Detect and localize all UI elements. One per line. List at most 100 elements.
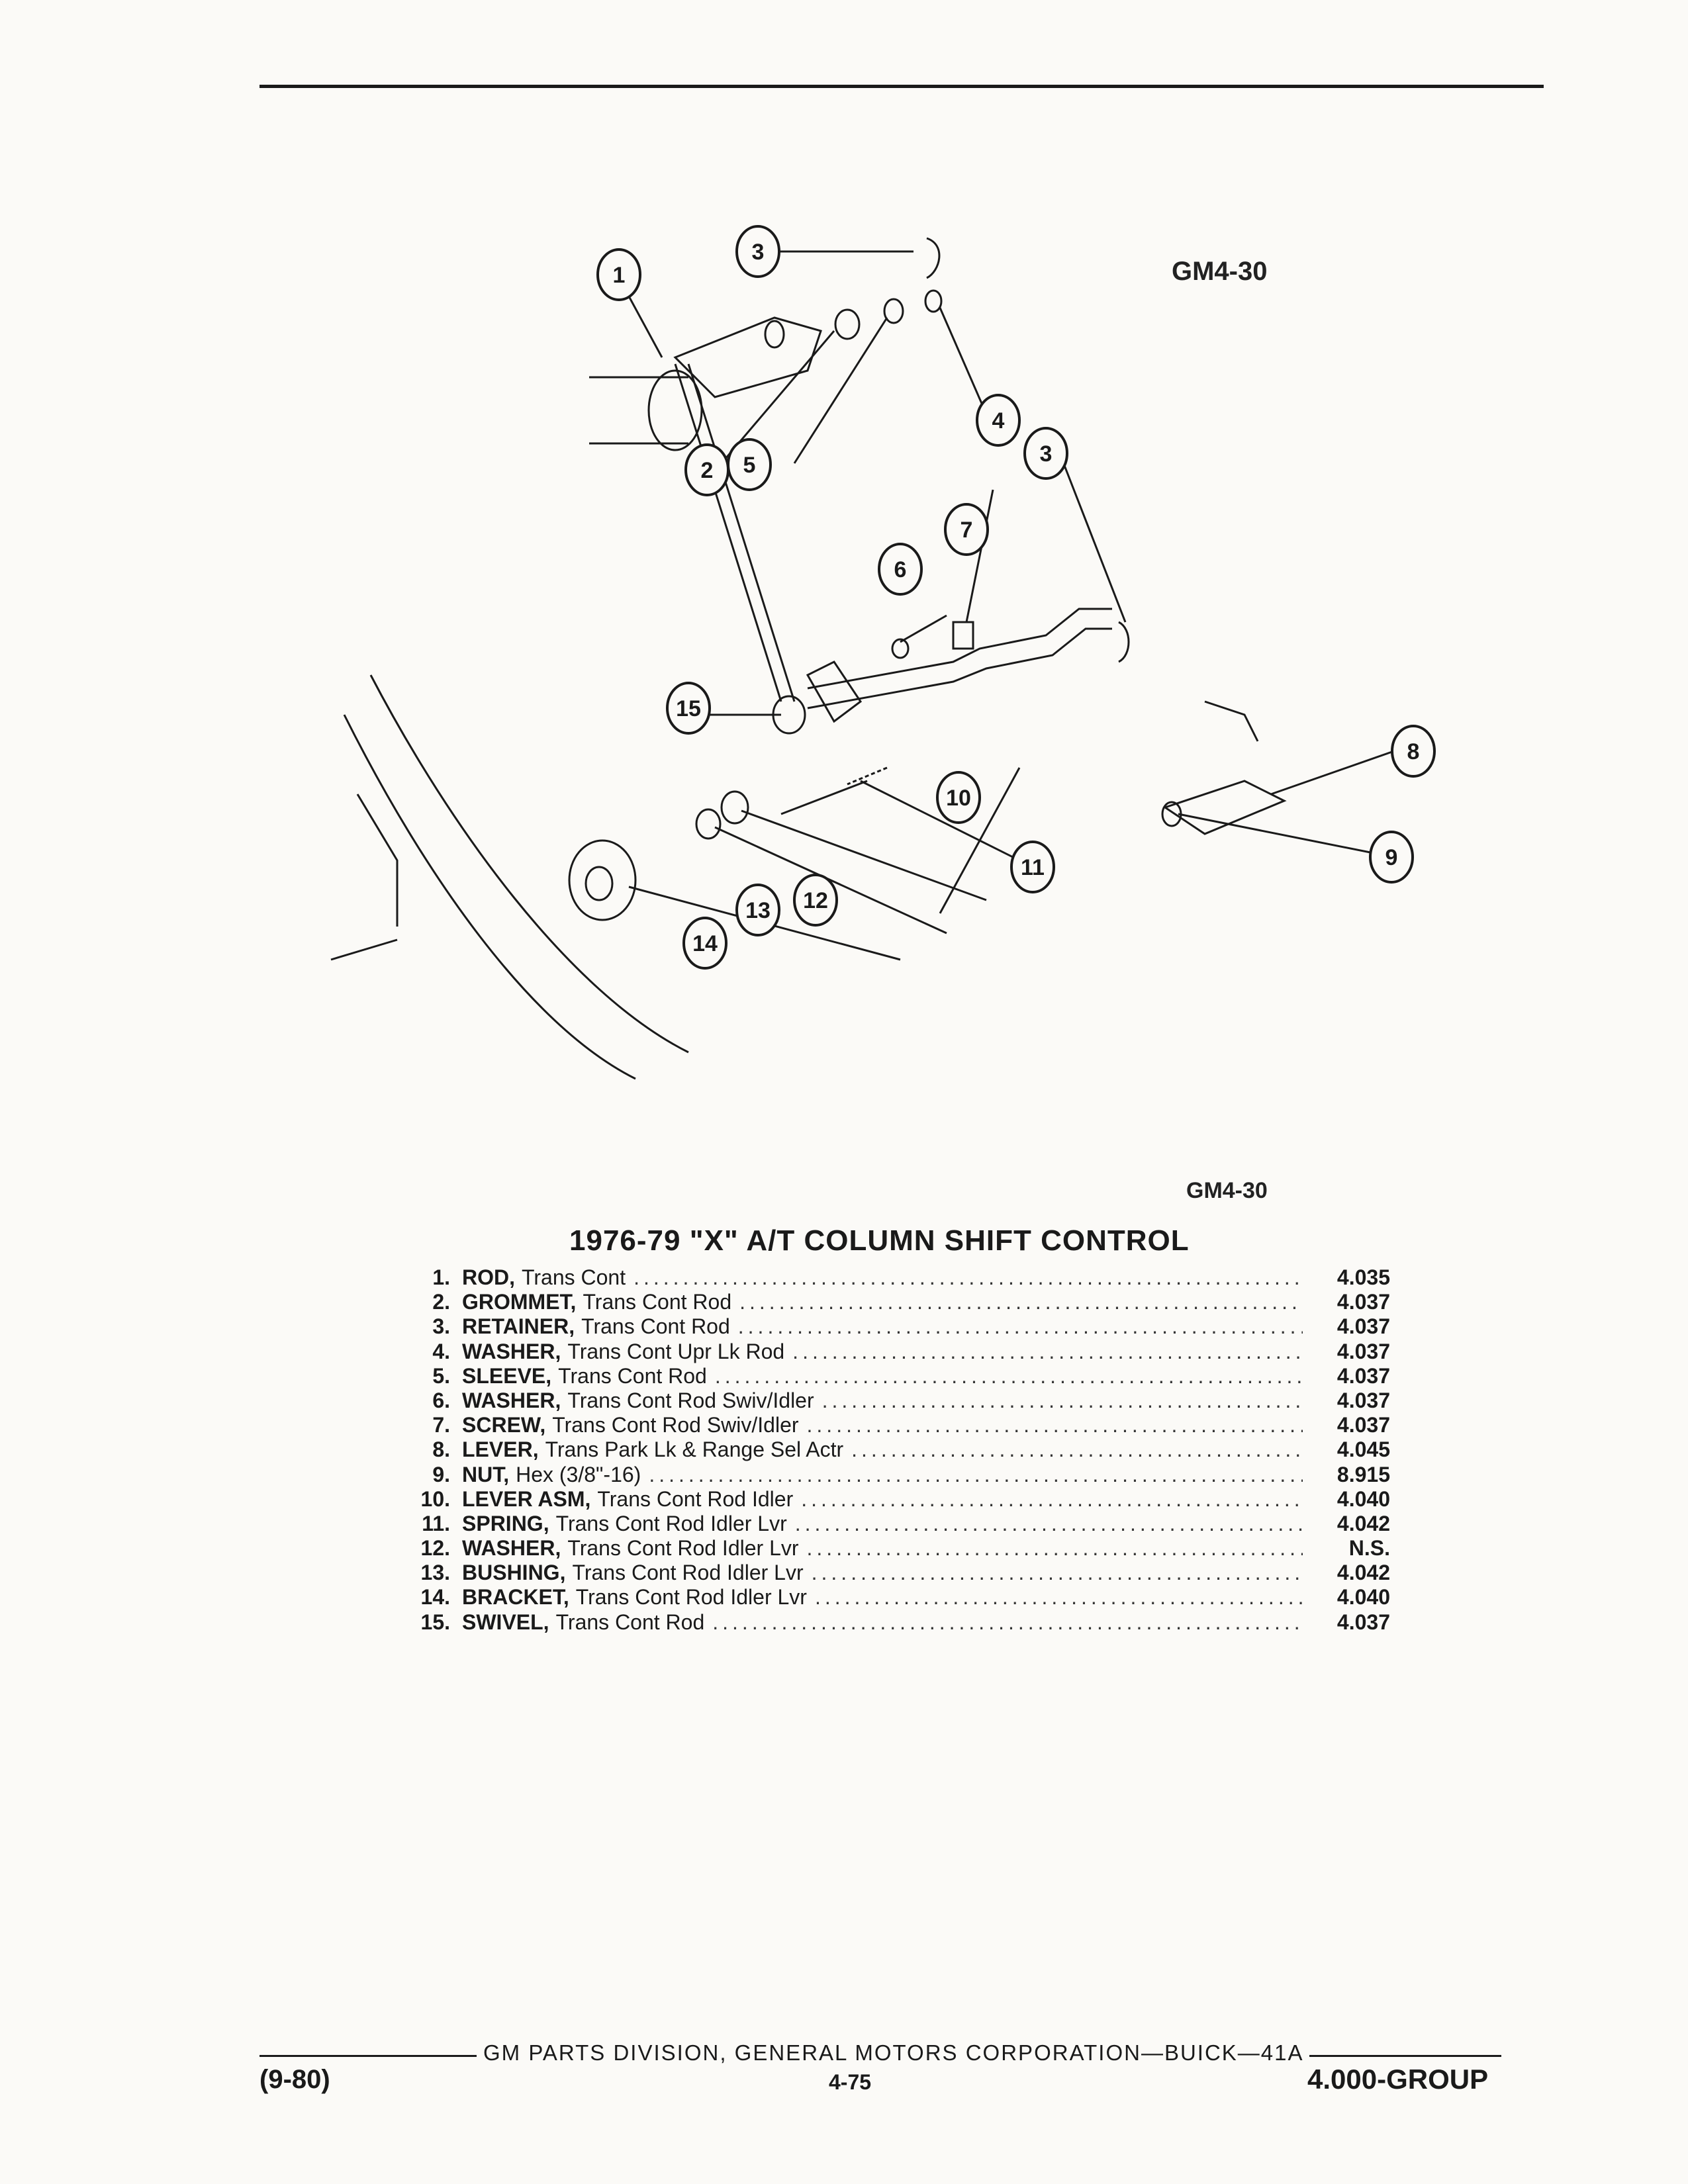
callout-label: 2 <box>701 458 714 483</box>
part-number: 5. <box>432 1363 450 1388</box>
part-row: 7.SCREW,Trans Cont Rod Swiv/Idler4.037 <box>397 1413 1390 1437</box>
part-number: 3. <box>432 1314 450 1339</box>
part-name: WASHER, <box>462 1536 561 1561</box>
part-group-ref: 4.037 <box>1336 1290 1390 1314</box>
control-rod <box>674 363 796 702</box>
part-group-ref: 4.040 <box>1336 1486 1390 1511</box>
part-description: Trans Cont Rod <box>581 1314 730 1339</box>
leader-dots <box>715 1364 1303 1388</box>
callout-9 <box>1369 831 1414 884</box>
part-number: 12. <box>420 1536 450 1561</box>
callout-13 <box>735 884 780 936</box>
part-description: Trans Cont Rod Idler Lvr <box>575 1585 807 1610</box>
leader-dots <box>801 1487 1303 1512</box>
part-row: 1.ROD,Trans Cont4.035 <box>397 1265 1390 1290</box>
callout-label: 9 <box>1385 845 1398 870</box>
washer-upper <box>924 289 943 313</box>
part-number: 8. <box>432 1437 450 1462</box>
part-group-ref: 4.037 <box>1336 1610 1390 1634</box>
callout-label: 1 <box>613 263 626 288</box>
callout-15 <box>666 682 711 735</box>
part-number: 13. <box>420 1561 450 1585</box>
leader-dots <box>795 1512 1303 1536</box>
retainer-upper <box>926 237 941 279</box>
callout-11 <box>1010 841 1055 893</box>
part-description: Trans Cont <box>522 1265 626 1289</box>
footer-publisher: GM PARTS DIVISION, GENERAL MOTORS CORPOR… <box>483 2040 1304 2065</box>
footer-rule-right <box>1309 2055 1501 2057</box>
callout-3-upper <box>735 225 780 278</box>
part-description: Trans Cont Rod <box>583 1290 732 1314</box>
leader-dots <box>649 1463 1303 1487</box>
retainer-lower <box>1118 621 1130 663</box>
part-row: 3.RETAINER,Trans Cont Rod4.037 <box>397 1314 1390 1339</box>
part-description: Trans Cont Upr Lk Rod <box>567 1339 785 1363</box>
part-description: Trans Cont Rod <box>555 1610 705 1634</box>
callout-label: 6 <box>894 557 907 582</box>
part-name: LEVER ASM, <box>462 1486 591 1511</box>
leader-dots <box>822 1388 1303 1413</box>
part-number: 6. <box>432 1388 450 1412</box>
leader-dots <box>807 1413 1303 1437</box>
part-row: 5.SLEEVE,Trans Cont Rod4.037 <box>397 1364 1390 1388</box>
top-rule <box>259 85 1544 88</box>
part-row: 12. WASHER,Trans Cont Rod Idler Lvr N.S. <box>397 1536 1390 1561</box>
footer-group: 4.000-GROUP <box>1307 2064 1489 2095</box>
callout-label: 10 <box>946 786 971 811</box>
part-name: SCREW, <box>462 1413 546 1437</box>
part-description: Trans Cont Rod Idler Lvr <box>572 1561 804 1585</box>
part-group-ref: 4.040 <box>1336 1585 1390 1610</box>
callout-label: 5 <box>743 453 756 478</box>
bushing <box>695 808 722 840</box>
screw-swivel <box>952 621 974 650</box>
exploded-diagram: 1 2 3 4 5 6 7 8 9 10 11 12 13 14 15 3 <box>330 225 1436 1080</box>
washer-swivel <box>891 638 910 659</box>
leader-dots <box>792 1340 1303 1364</box>
footer-page-number: 4-75 <box>829 2070 872 2094</box>
callout-3-lower <box>1023 427 1068 480</box>
part-row: 2.GROMMET,Trans Cont Rod4.037 <box>397 1290 1390 1314</box>
callout-10 <box>936 771 981 824</box>
part-name: LEVER, <box>462 1437 539 1462</box>
part-description: Trans Cont Rod Idler Lvr <box>567 1536 799 1561</box>
callout-label: 15 <box>676 696 701 721</box>
part-group-ref: 4.037 <box>1336 1363 1390 1388</box>
leader-dots <box>851 1437 1303 1462</box>
part-row: 14.BRACKET,Trans Cont Rod Idler Lvr4.040 <box>397 1585 1390 1610</box>
callout-label: 13 <box>745 898 771 923</box>
part-number: 4. <box>432 1339 450 1363</box>
page-title: 1976-79 "X" A/T COLUMN SHIFT CONTROL <box>569 1224 1190 1257</box>
callout-7 <box>944 503 989 556</box>
part-number: 10. <box>420 1486 450 1511</box>
part-name: BUSHING, <box>462 1561 566 1585</box>
part-group-ref: 4.037 <box>1336 1413 1390 1437</box>
part-group-ref: N.S. <box>1348 1536 1390 1561</box>
idler-lever-rod <box>807 608 1112 690</box>
callout-label: 7 <box>961 518 973 543</box>
part-number: 1. <box>432 1265 450 1289</box>
part-description: Hex (3/8"-16) <box>516 1462 641 1486</box>
part-row: 13.BUSHING,Trans Cont Rod Idler Lvr4.042 <box>397 1561 1390 1585</box>
grommet <box>834 308 861 340</box>
part-name: ROD, <box>462 1265 515 1289</box>
callout-label: 8 <box>1407 739 1420 764</box>
part-name: WASHER, <box>462 1339 561 1363</box>
callout-14 <box>682 917 727 970</box>
callout-label: 14 <box>692 931 718 956</box>
figure-code-bottom: GM4-30 <box>1186 1178 1268 1203</box>
bracket-idler <box>568 839 637 921</box>
part-number: 9. <box>432 1462 450 1486</box>
part-name: NUT, <box>462 1462 510 1486</box>
washer-idler <box>720 790 749 825</box>
leader-dots <box>815 1585 1303 1610</box>
part-number: 2. <box>432 1290 450 1314</box>
part-group-ref: 4.045 <box>1336 1437 1390 1462</box>
part-number: 11. <box>422 1511 450 1535</box>
part-number: 14. <box>420 1585 450 1610</box>
callout-label: 12 <box>803 888 828 913</box>
leader-dots <box>807 1536 1303 1561</box>
part-name: WASHER, <box>462 1388 561 1412</box>
part-group-ref: 8.915 <box>1336 1462 1390 1486</box>
part-number: 7. <box>432 1413 450 1437</box>
